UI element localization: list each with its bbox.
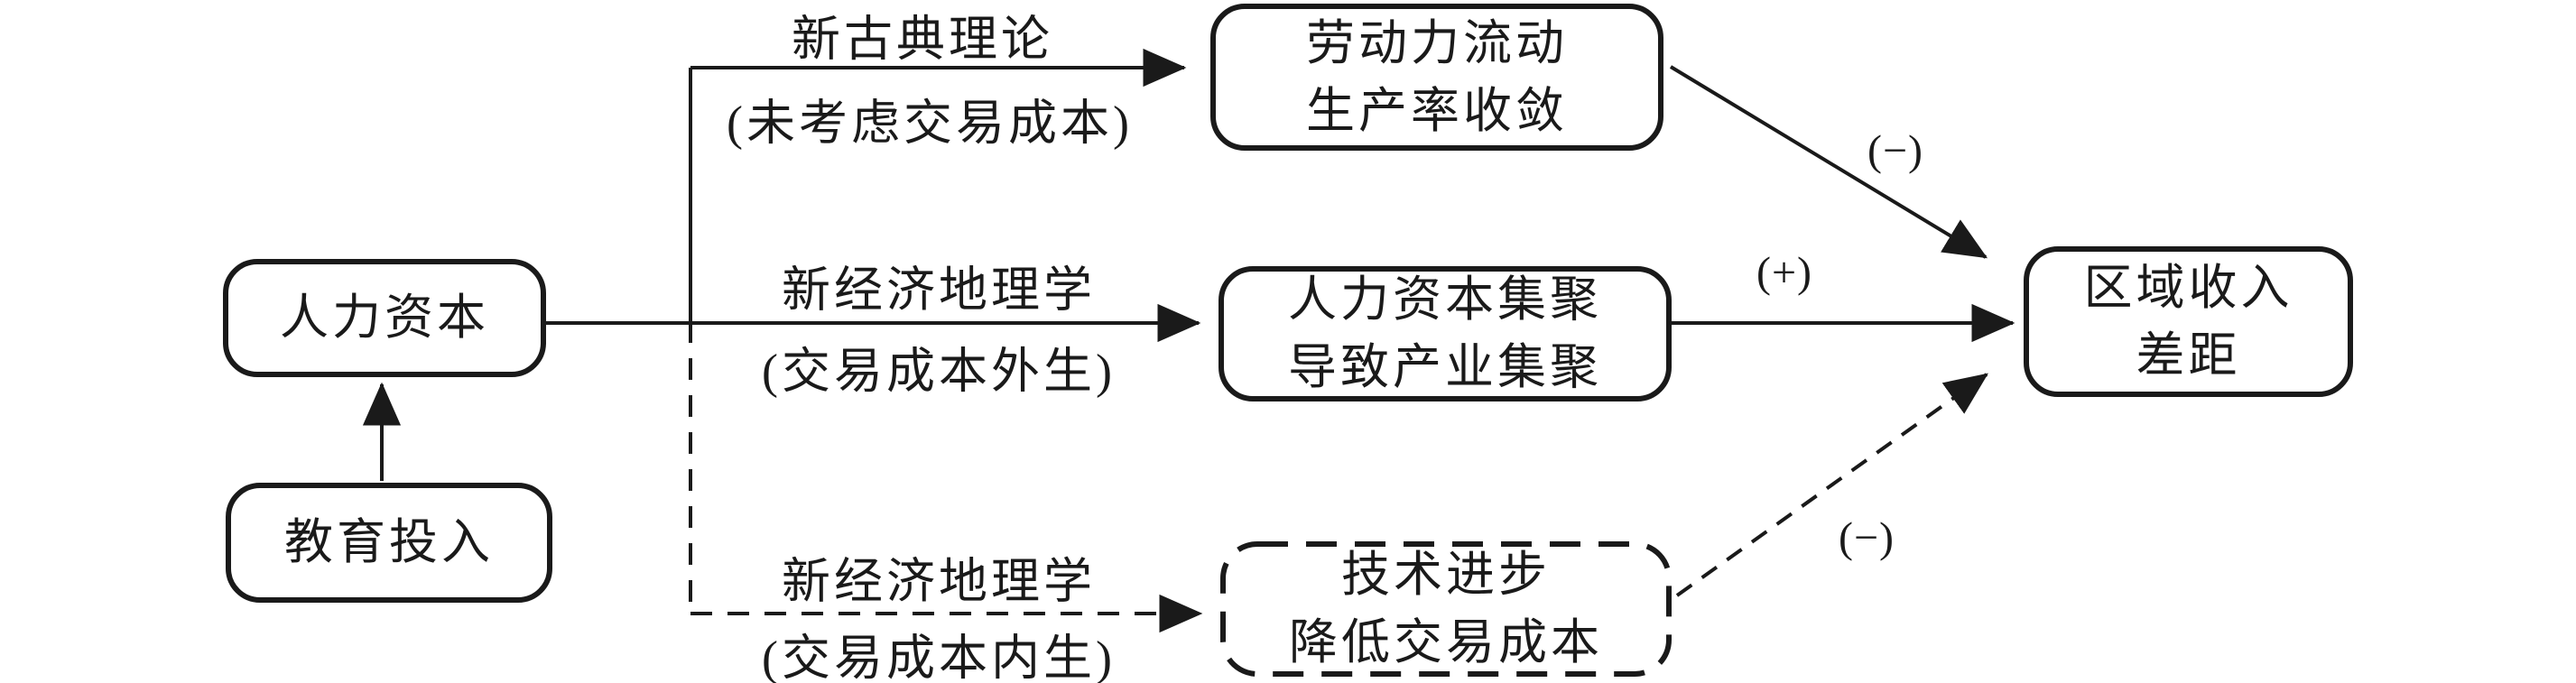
node-tech-progress: 技术进步 降低交易成本 <box>1223 544 1669 674</box>
sign-label-positive-middle: (+) <box>1756 248 1813 297</box>
edge-label-new-economic-geography-endogenous: 新经济地理学 <box>782 554 1096 609</box>
edge-labor-mobility-to-income-gap <box>1669 65 1988 259</box>
node-hc-agglomeration-label: 人力资本集聚 导致产业集聚 <box>1288 272 1602 394</box>
edge-sublabel-neoclassical-theory: (未考虑交易成本) <box>727 96 1133 151</box>
edge-sublabel-new-economic-geography-exogenous: (交易成本外生) <box>762 344 1116 399</box>
sign-label-negative-top: (−) <box>1867 126 1924 175</box>
node-human-capital-label: 人力资本 <box>280 291 489 346</box>
node-labor-mobility: 劳动力流动 生产率收敛 <box>1210 4 1663 151</box>
node-human-capital: 人力资本 <box>223 259 546 377</box>
node-tech-progress-label: 技术进步 降低交易成本 <box>1289 548 1603 669</box>
sign-label-negative-bottom: (−) <box>1838 513 1895 562</box>
node-education-input-label: 教育投入 <box>284 515 494 570</box>
node-tech-progress-outline <box>1220 541 1672 677</box>
node-hc-agglomeration: 人力资本集聚 导致产业集聚 <box>1219 266 1672 401</box>
edge-sublabel-new-economic-geography-endogenous: (交易成本内生) <box>762 631 1116 683</box>
edge-tech-progress-to-income-gap <box>1675 373 1988 597</box>
node-regional-income-gap: 区域收入 差距 <box>2024 246 2353 397</box>
node-education-input: 教育投入 <box>226 483 552 603</box>
node-regional-income-gap-label: 区域收入 差距 <box>2083 260 2293 383</box>
edge-label-neoclassical-theory: 新古典理论 <box>792 12 1053 67</box>
node-labor-mobility-label: 劳动力流动 生产率收敛 <box>1306 15 1568 138</box>
edge-label-new-economic-geography-exogenous: 新经济地理学 <box>782 263 1096 318</box>
